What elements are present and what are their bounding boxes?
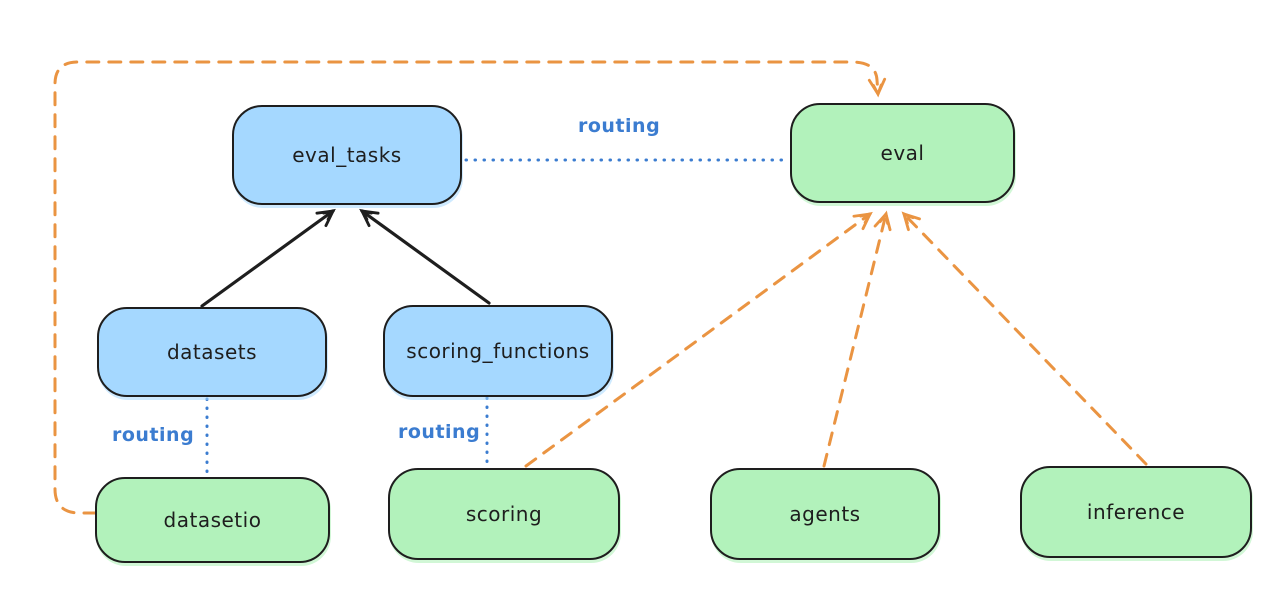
node-datasets-label: datasets: [166, 340, 258, 364]
node-inference-label: inference: [1086, 500, 1186, 524]
node-eval-tasks: eval_tasks: [232, 105, 462, 205]
routing-label-scoring-functions-scoring: routing: [398, 421, 481, 443]
node-eval: eval: [790, 103, 1015, 203]
node-scoring-functions-label: scoring_functions: [406, 339, 590, 363]
node-inference: inference: [1020, 466, 1252, 558]
edge-scoring-functions-to-eval-tasks: [359, 208, 491, 305]
node-eval-tasks-label: eval_tasks: [292, 143, 402, 167]
node-scoring: scoring: [388, 468, 620, 560]
node-scoring-label: scoring: [465, 502, 543, 526]
edge-datasetio-to-eval: [53, 60, 887, 515]
edge-scoring-to-eval: [524, 211, 873, 468]
node-agents-label: agents: [789, 502, 861, 526]
node-eval-label: eval: [880, 141, 925, 165]
node-datasetio-label: datasetio: [163, 508, 262, 532]
node-scoring-functions: scoring_functions: [383, 305, 613, 397]
routing-label-eval-tasks-eval: routing: [578, 115, 661, 137]
node-agents: agents: [710, 468, 940, 560]
node-datasetio: datasetio: [95, 477, 330, 563]
edge-agents-to-eval: [822, 210, 892, 468]
node-datasets: datasets: [97, 307, 327, 397]
routing-label-datasets-datasetio: routing: [112, 424, 195, 446]
edge-datasets-to-eval-tasks: [200, 208, 336, 308]
edge-inference-to-eval: [901, 211, 1148, 466]
